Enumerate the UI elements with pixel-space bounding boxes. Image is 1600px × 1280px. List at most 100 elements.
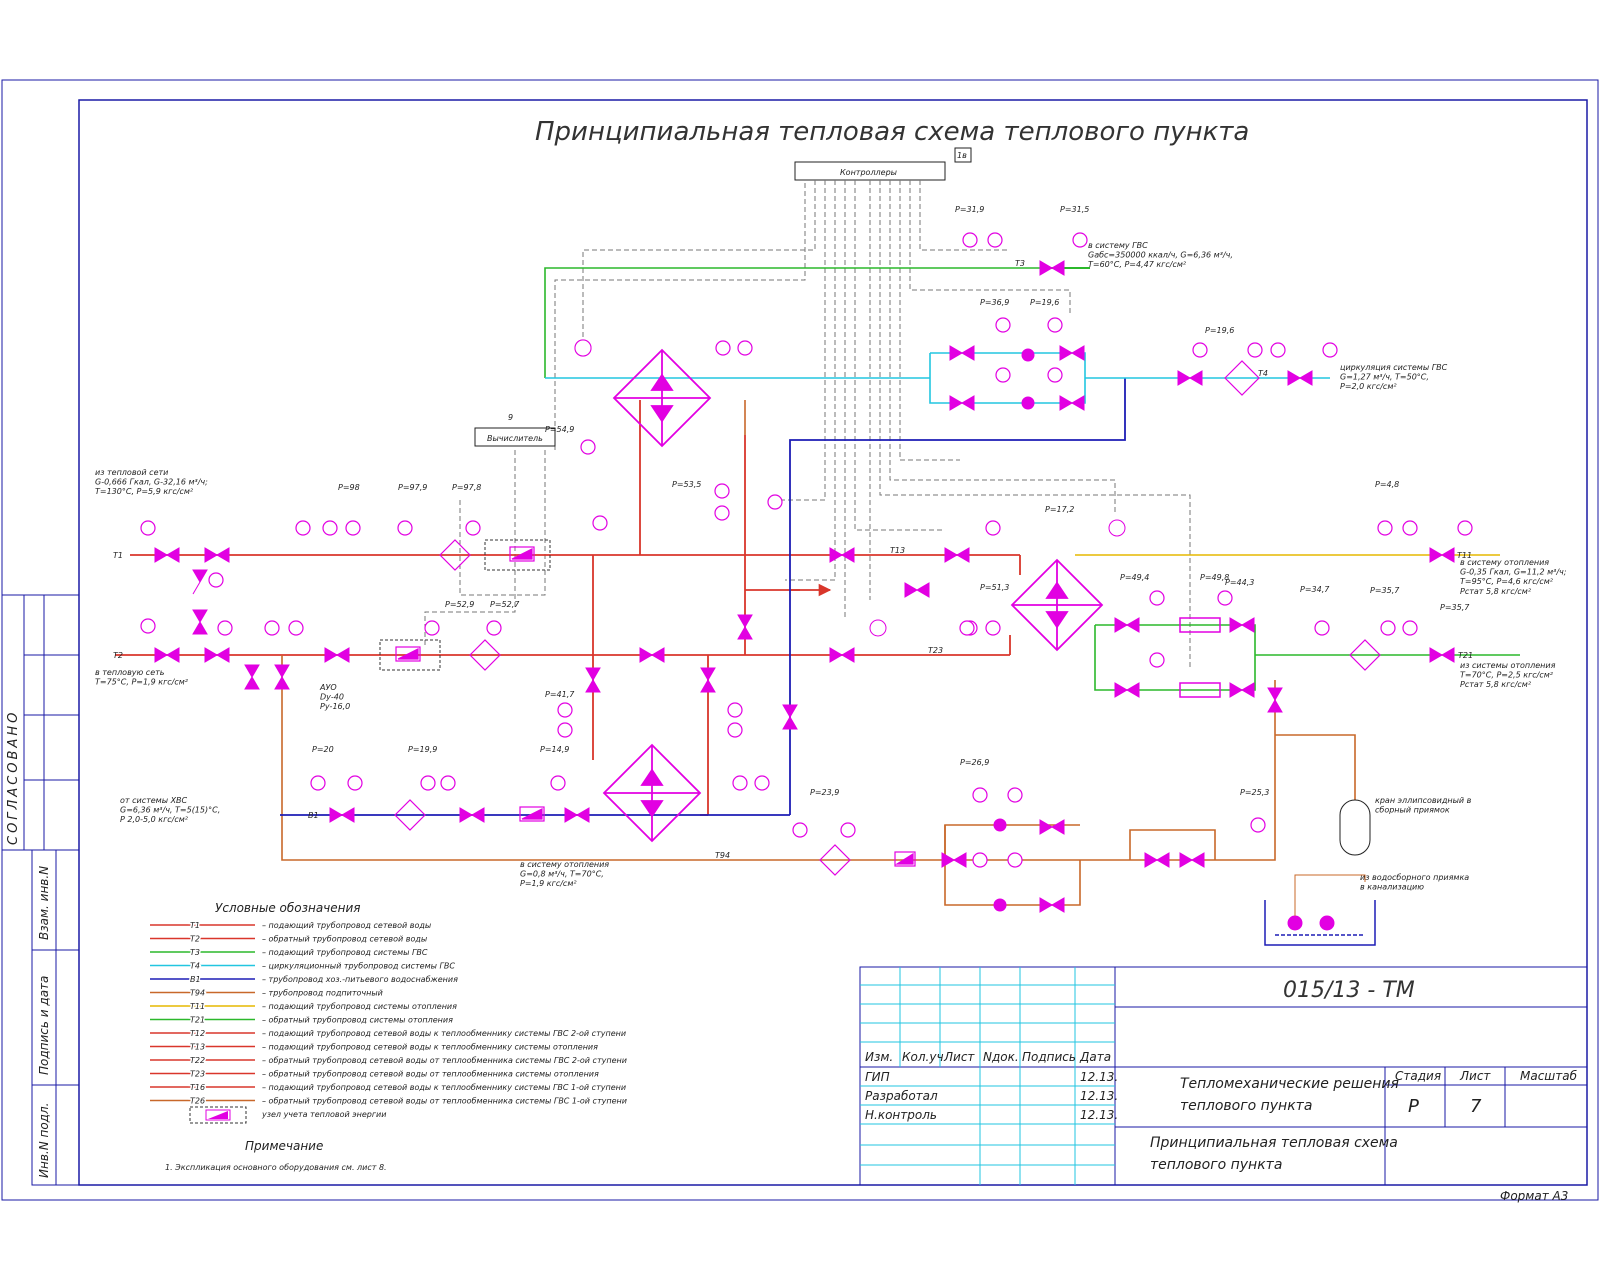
legend-text: – обратный трубопровод сетевой воды от т… <box>262 1056 627 1065</box>
legend-code: Т26 <box>190 1097 205 1106</box>
svg-text:Т94: Т94 <box>715 851 730 860</box>
legend-code: Т21 <box>190 1016 205 1025</box>
legend-item: Т23– обратный трубопровод сетевой воды о… <box>150 1068 599 1080</box>
legend-code: Т12 <box>190 1029 205 1038</box>
sheet-label: Лист <box>1459 1069 1491 1083</box>
pipe-t21 <box>1094 624 1520 691</box>
sheet-value: 7 <box>1470 1096 1482 1117</box>
svg-text:P=98: P=98 <box>338 483 360 492</box>
svg-text:Изм.: Изм. <box>865 1050 893 1064</box>
svg-text:P=19,6: P=19,6 <box>1205 326 1234 335</box>
valves <box>154 260 1455 913</box>
svg-text:P=17,2: P=17,2 <box>1045 505 1074 514</box>
legend-item: В1– трубопровод хоз.-питьевого водоснабж… <box>150 974 458 986</box>
scale-label: Масштаб <box>1520 1069 1578 1083</box>
legend-item: Т11– подающий трубопровод системы отопле… <box>150 1001 457 1013</box>
svg-text:P=35,7: P=35,7 <box>1370 586 1400 595</box>
svg-text:P=20: P=20 <box>312 745 334 754</box>
svg-text:P=53,5: P=53,5 <box>672 480 701 489</box>
outer-border <box>1 79 1599 1201</box>
svg-text:P=36,9: P=36,9 <box>980 298 1009 307</box>
format-label: Формат А3 <box>1500 1189 1568 1203</box>
legend-code: Т22 <box>190 1056 205 1065</box>
calculator-label: Вычислитель <box>487 434 543 443</box>
temp-sensors <box>574 339 1126 637</box>
calculator-tag: 9 <box>508 413 513 422</box>
legend-code: Т23 <box>190 1070 205 1079</box>
legend-item: Т1– подающий трубопровод сетевой воды <box>150 920 431 932</box>
legend-item: Т16– подающий трубопровод сетевой воды к… <box>150 1082 626 1094</box>
svg-text:Кол.уч: Кол.уч <box>902 1050 944 1064</box>
legend-code: В1 <box>190 975 201 984</box>
legend-code: Т94 <box>190 989 205 998</box>
meter-dashed-boxes <box>379 539 551 671</box>
svg-text:P=26,9: P=26,9 <box>960 758 989 767</box>
svg-text:Разработал: Разработал <box>865 1089 938 1103</box>
legend-item: Т4– циркуляционный трубопровод системы Г… <box>150 960 455 972</box>
legend-code: Т11 <box>190 1002 205 1011</box>
svg-text:Т23: Т23 <box>928 646 943 655</box>
svg-text:P=54,9: P=54,9 <box>545 425 574 434</box>
legend-code: Т4 <box>190 962 200 971</box>
pumps <box>993 348 1221 912</box>
drain-line <box>1294 874 1366 916</box>
legend-item: Т3– подающий трубопровод системы ГВС <box>150 947 428 959</box>
legend-meter-text: узел учета тепловой энергии <box>261 1110 386 1119</box>
stamp-inv: Инв.N подл. <box>37 1103 51 1178</box>
legend-title: Условные обозначения <box>215 901 361 915</box>
svg-text:Лист: Лист <box>943 1050 975 1064</box>
filters <box>394 360 1381 876</box>
heat-exchanger-3 <box>1010 558 1104 652</box>
svg-text:P=97,8: P=97,8 <box>452 483 481 492</box>
legend-item: Т26– обратный трубопровод сетевой воды о… <box>150 1095 627 1107</box>
svg-text:Подпись: Подпись <box>1022 1050 1076 1064</box>
title-block-rows: ГИП 12.13. Разработал 12.13. Н.контроль … <box>865 1070 1118 1122</box>
svg-text:Nдок.: Nдок. <box>983 1050 1019 1064</box>
drain-pumps <box>1287 915 1335 931</box>
pipe-t94 <box>281 400 1356 906</box>
meter-units <box>395 546 916 867</box>
svg-text:P=14,9: P=14,9 <box>540 745 569 754</box>
pipe-t3 <box>544 267 1070 378</box>
legend-code: Т13 <box>190 1043 205 1052</box>
svg-text:P=25,3: P=25,3 <box>1240 788 1269 797</box>
controller-tag: 1в <box>957 151 967 160</box>
stamp-podpis: Подпись и дата <box>37 976 51 1075</box>
stamp-vertical-label: СОГЛАСОВАНО <box>6 710 21 845</box>
svg-text:P=4,8: P=4,8 <box>1375 480 1399 489</box>
pipe-t1 <box>130 400 1021 740</box>
svg-text:P=23,9: P=23,9 <box>810 788 839 797</box>
svg-text:Н.контроль: Н.контроль <box>865 1108 937 1122</box>
drain-pit <box>1264 900 1376 946</box>
svg-text:Т11: Т11 <box>1457 551 1472 560</box>
svg-text:Т3: Т3 <box>1015 259 1025 268</box>
svg-text:ГИП: ГИП <box>865 1070 890 1084</box>
legend-item: Т13– подающий трубопровод сетевой воды к… <box>150 1041 598 1053</box>
svg-text:Т13: Т13 <box>890 546 905 555</box>
svg-text:12.13.: 12.13. <box>1080 1108 1118 1122</box>
stage-value: Р <box>1408 1096 1419 1117</box>
legend-code: Т3 <box>190 948 200 957</box>
svg-text:P=41,7: P=41,7 <box>545 690 575 699</box>
legend-text: – подающий трубопровод сетевой воды к те… <box>262 1083 626 1092</box>
legend-text: – подающий трубопровод сетевой воды <box>262 921 431 930</box>
legend-code: Т2 <box>190 935 200 944</box>
heat-exchanger-1 <box>602 743 702 843</box>
page-title: Принципиальная тепловая схема теплового … <box>535 117 1249 147</box>
gauge-values: P=98 P=97,9 P=97,8 P=52,9 P=52,7 P=54,9 … <box>312 205 1470 797</box>
svg-text:Т1: Т1 <box>113 551 123 560</box>
calculator-box <box>474 427 556 447</box>
svg-text:P=97,9: P=97,9 <box>398 483 427 492</box>
svg-text:P=34,7: P=34,7 <box>1300 585 1330 594</box>
